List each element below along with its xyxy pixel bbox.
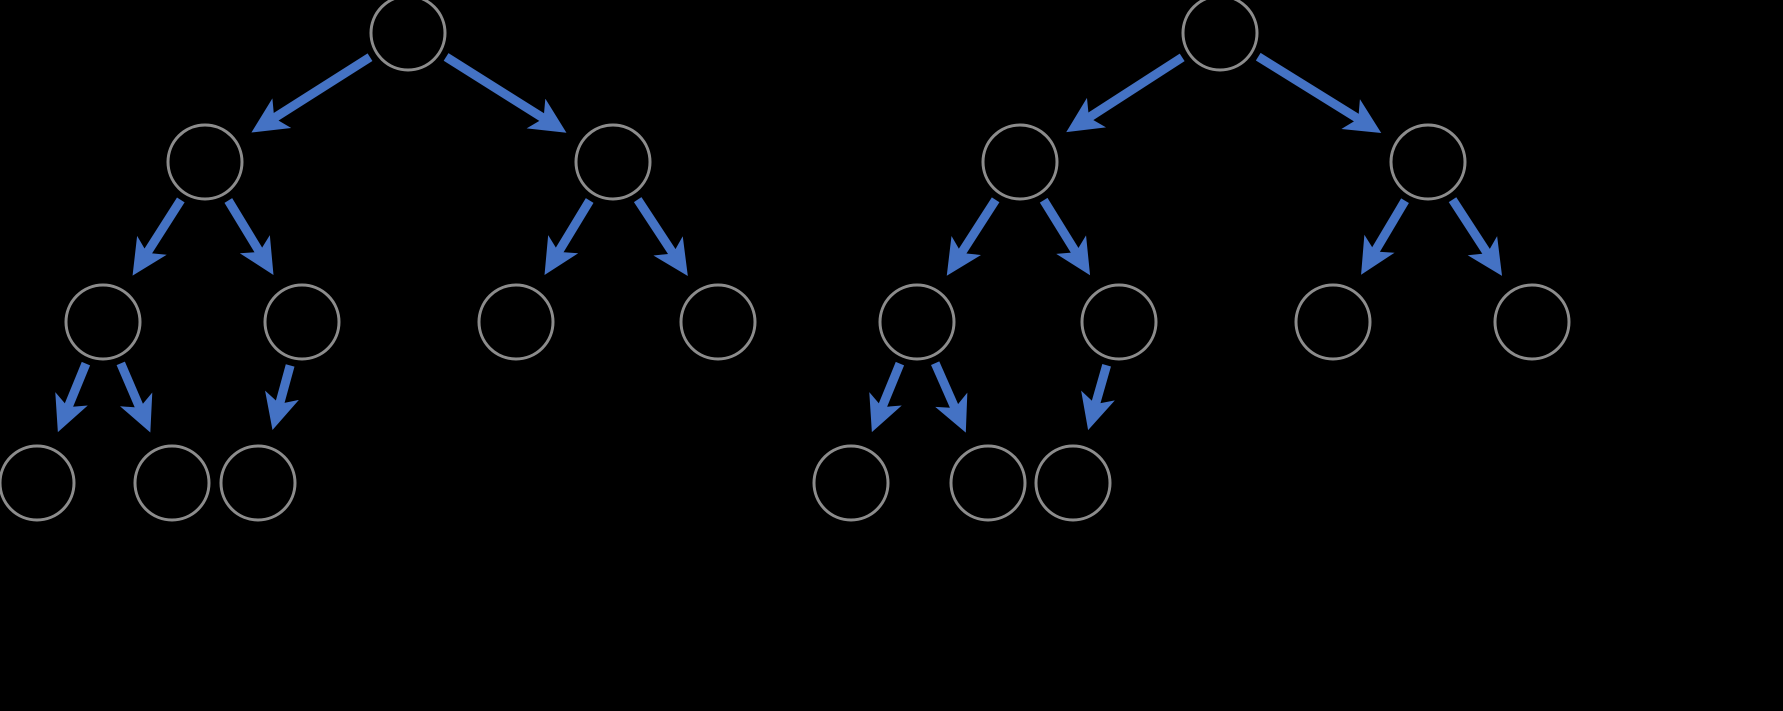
tree-edge-edge-root-to-level1-right <box>1255 52 1382 134</box>
tree-edge-edge-root-to-level1-left <box>1066 53 1185 133</box>
tree-edge-edge-a-to-leaf-a <box>869 361 905 433</box>
tree-node-level2-a[interactable] <box>878 283 956 361</box>
tree-node-level2-b[interactable] <box>1080 283 1158 361</box>
tree-node-level2-b[interactable] <box>263 283 341 361</box>
tree-node-level1-left[interactable] <box>166 123 244 201</box>
tree-node-level2-a[interactable] <box>64 283 142 361</box>
tree-node-level1-right[interactable] <box>1389 123 1467 201</box>
tree-edge-edge-a-to-leaf-b <box>116 361 153 433</box>
tree-node-level2-c[interactable] <box>477 283 555 361</box>
tree-node-level3-b[interactable] <box>949 444 1027 522</box>
tree-node-level3-c[interactable] <box>219 444 297 522</box>
tree-edge-edge-level1-left-to-a <box>132 197 185 276</box>
tree-edge-edge-level1-right-to-d <box>633 197 688 277</box>
tree-edge-edge-level1-left-to-b <box>1039 197 1091 276</box>
tree-node-level1-left[interactable] <box>981 123 1059 201</box>
tree-node-level2-c[interactable] <box>1294 283 1372 361</box>
tree-node-level3-c[interactable] <box>1034 444 1112 522</box>
tree-edge-edge-root-to-level1-left <box>251 53 373 133</box>
tree-edge-edge-level1-left-to-a <box>946 197 1000 276</box>
tree-edge-edge-root-to-level1-right <box>443 53 567 133</box>
tree-edge-edge-b-to-leaf-c <box>1081 364 1115 431</box>
tree-edge-edge-a-to-leaf-a <box>55 361 91 433</box>
tree-edge-edge-level1-left-to-b <box>224 198 274 275</box>
edges-layer <box>55 52 1503 433</box>
tree-node-root[interactable] <box>369 0 447 72</box>
tree-node-level2-d[interactable] <box>1493 283 1571 361</box>
tree-edge-edge-b-to-leaf-c <box>265 364 299 430</box>
tree-node-level3-b[interactable] <box>133 444 211 522</box>
tree-edge-edge-level1-right-to-c <box>1361 198 1409 275</box>
tree-edge-edge-a-to-leaf-b <box>931 361 968 433</box>
tree-node-level3-a[interactable] <box>812 444 890 522</box>
tree-node-level2-d[interactable] <box>679 283 757 361</box>
tree-edge-edge-level1-right-to-d <box>1448 197 1503 276</box>
tree-edge-edge-level1-right-to-c <box>544 198 594 275</box>
tree-node-root[interactable] <box>1181 0 1259 72</box>
tree-node-level1-right[interactable] <box>574 123 652 201</box>
nodes-layer <box>0 0 1571 522</box>
tree-node-level3-a[interactable] <box>0 444 76 522</box>
